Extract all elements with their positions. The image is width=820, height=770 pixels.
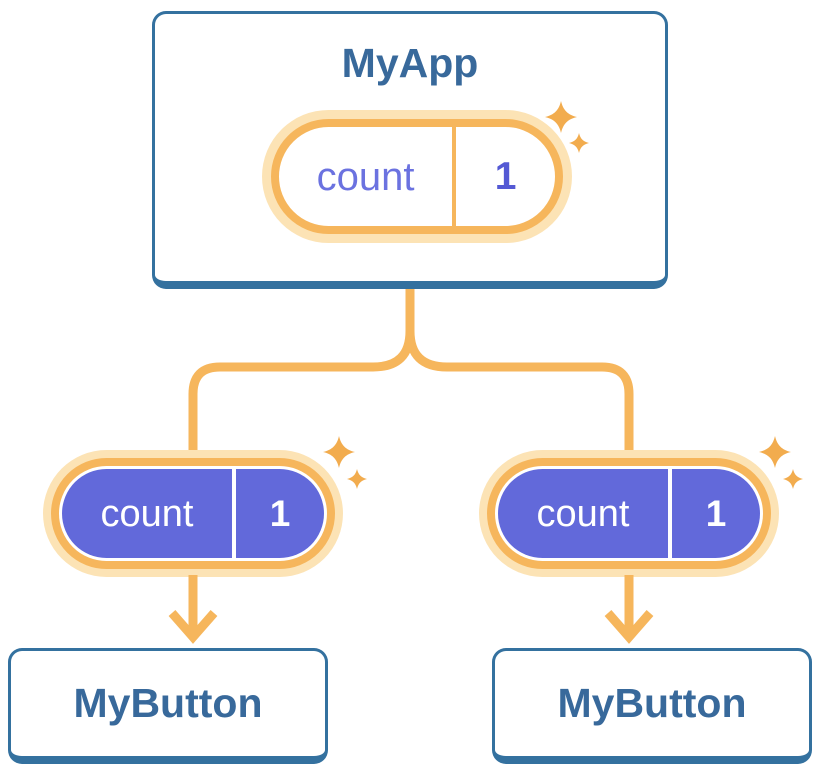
sparkle-icon — [545, 101, 577, 133]
arrow-head — [604, 610, 654, 644]
right-prop-pill: count 1 — [479, 450, 779, 577]
prop-pill-value: 1 — [269, 493, 291, 534]
arrow-head — [168, 610, 218, 644]
mybutton-card-right: MyButton — [492, 648, 812, 764]
down-arrow-icon — [168, 575, 218, 644]
down-arrow-icon — [604, 575, 654, 644]
sparkle-icon — [323, 436, 355, 468]
mybutton-card-title: MyButton — [557, 680, 747, 726]
state-pill-ring: count 1 — [271, 119, 563, 234]
sparkle-icon — [783, 469, 803, 489]
connector-right-branch — [405, 288, 634, 451]
mybutton-card-left: MyButton — [8, 648, 328, 764]
state-pill-value: 1 — [494, 155, 517, 198]
myapp-card-title: MyApp — [341, 40, 479, 86]
sparkle-icon — [569, 133, 589, 153]
prop-pill-fill: count 1 — [498, 469, 760, 558]
prop-pill-label: count — [100, 492, 194, 535]
mybutton-card-title: MyButton — [73, 680, 263, 726]
connector-left-branch — [188, 288, 415, 451]
prop-pill-ring: count 1 — [487, 458, 771, 569]
sparkle-icon — [347, 469, 367, 489]
prop-pill-ring: count 1 — [51, 458, 335, 569]
prop-pill-label: count — [536, 492, 630, 535]
prop-pill-fill: count 1 — [62, 469, 324, 558]
prop-pill-divider — [231, 469, 236, 558]
prop-pill-value: 1 — [705, 493, 727, 534]
prop-pill-divider — [667, 469, 672, 558]
sparkle-icon — [759, 436, 791, 468]
myapp-state-pill: count 1 — [262, 110, 572, 243]
state-pill-label: count — [316, 154, 415, 199]
left-prop-pill: count 1 — [43, 450, 343, 577]
state-pill-divider — [452, 127, 457, 226]
